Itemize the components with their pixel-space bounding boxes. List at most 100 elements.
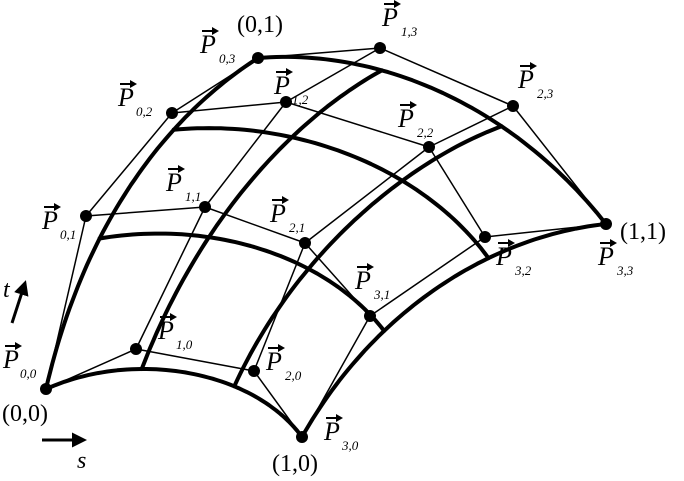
vector-arrow-icon <box>384 0 401 8</box>
control-net-edge <box>253 242 306 372</box>
label-P21: P 2,1 <box>269 199 305 235</box>
svg-text:P: P <box>41 206 58 235</box>
control-point-0-2 <box>166 107 178 119</box>
control-net-edge <box>253 370 303 438</box>
svg-text:1,2: 1,2 <box>292 92 309 107</box>
vector-arrow-icon <box>5 342 22 350</box>
vector-arrow-icon <box>168 165 185 173</box>
surface-iso-curve <box>232 124 504 389</box>
control-point-1-0 <box>130 343 142 355</box>
control-net-edge <box>301 315 371 438</box>
control-point-0-3 <box>252 52 264 64</box>
control-net-edge <box>369 236 486 317</box>
control-net-edge <box>45 348 137 390</box>
surface-iso-curve <box>256 54 608 226</box>
vector-arrows <box>5 0 617 422</box>
vector-arrow-icon <box>600 239 617 247</box>
label-P01: P 0,1 <box>41 206 76 242</box>
label-P00: P 0,0 <box>2 345 37 381</box>
vector-arrow-icon <box>326 414 343 422</box>
label-P02: P 0,2 <box>117 83 153 119</box>
control-point-3-0 <box>296 431 308 443</box>
svg-text:0,1: 0,1 <box>60 227 76 242</box>
control-net-edge <box>85 112 173 217</box>
control-net-edge <box>379 47 514 107</box>
control-net-edge <box>85 206 206 217</box>
control-net-edge <box>304 146 430 244</box>
control-net-edge <box>257 47 381 59</box>
label-P31: P 3,1 <box>354 266 390 302</box>
surface-iso-curve <box>171 126 491 261</box>
control-net-edge <box>512 105 607 225</box>
label-P03: P 0,3 <box>199 30 236 66</box>
label-P13: P 1,3 <box>381 3 418 39</box>
control-point-2-2 <box>423 141 435 153</box>
control-net-edge <box>204 101 287 208</box>
control-net-edge <box>484 223 607 238</box>
label-P22: P 2,2 <box>397 104 434 140</box>
svg-text:3,0: 3,0 <box>341 438 359 453</box>
control-net-edge <box>428 105 514 148</box>
svg-text:P: P <box>397 104 414 133</box>
control-point-1-3 <box>374 42 386 54</box>
vector-arrow-icon <box>44 203 61 211</box>
control-point-3-1 <box>364 310 376 322</box>
control-net-edge <box>285 47 381 103</box>
control-net-edge <box>428 146 486 238</box>
surface-iso-curve <box>44 367 304 439</box>
vector-arrow-icon <box>120 80 137 88</box>
corner-label-00: (0,0) <box>2 401 48 427</box>
s-axis-label: s <box>77 448 86 474</box>
surface-iso-curve <box>44 56 260 391</box>
label-P23: P 2,3 <box>517 65 554 101</box>
control-point-2-3 <box>507 100 519 112</box>
surface-iso-curve <box>97 231 387 333</box>
svg-text:P: P <box>157 316 174 345</box>
label-P30: P 3,0 <box>323 417 359 453</box>
control-point-0-0 <box>40 383 52 395</box>
label-P12: P 1,2 <box>273 71 309 107</box>
svg-text:3,1: 3,1 <box>373 287 390 302</box>
control-point-3-2 <box>479 231 491 243</box>
svg-text:2,0: 2,0 <box>285 368 302 383</box>
vector-arrow-icon <box>520 62 537 70</box>
svg-text:3,3: 3,3 <box>616 263 634 278</box>
svg-text:P: P <box>597 242 614 271</box>
control-net-edge <box>285 101 430 148</box>
svg-text:P: P <box>117 83 134 112</box>
svg-text:P: P <box>323 417 340 446</box>
svg-text:P: P <box>265 347 282 376</box>
surface-iso-curve <box>139 68 384 371</box>
control-net-edge <box>135 206 206 350</box>
svg-text:P: P <box>273 71 290 100</box>
control-point-1-1 <box>199 201 211 213</box>
surface-iso-curve <box>300 222 608 439</box>
svg-text:P: P <box>199 30 216 59</box>
svg-text:3,2: 3,2 <box>514 263 532 278</box>
corner-label-10: (1,0) <box>272 451 318 477</box>
t-axis-label: t <box>3 277 11 303</box>
svg-text:0,3: 0,3 <box>219 51 236 66</box>
svg-text:P: P <box>269 199 286 228</box>
control-net-edge <box>171 101 287 114</box>
vector-arrow-icon <box>276 68 293 76</box>
corner-label-01: (0,1) <box>237 12 283 38</box>
control-point-0-1 <box>80 210 92 222</box>
svg-text:1,0: 1,0 <box>176 337 193 352</box>
vector-arrow-icon <box>160 313 177 321</box>
vector-arrow-icon <box>357 263 374 271</box>
corner-label-11: (1,1) <box>620 219 666 245</box>
control-net-edge <box>304 242 371 317</box>
svg-text:P: P <box>354 266 371 295</box>
svg-text:P: P <box>381 3 398 32</box>
svg-text:P: P <box>495 242 512 271</box>
svg-text:2,1: 2,1 <box>289 220 305 235</box>
svg-text:1,3: 1,3 <box>401 24 418 39</box>
label-P33: P 3,3 <box>597 242 634 278</box>
label-P10: P 1,0 <box>157 316 193 352</box>
control-net-edge <box>204 206 306 244</box>
svg-text:P: P <box>517 65 534 94</box>
t-axis-arrow <box>10 280 29 324</box>
control-net-edge <box>45 215 87 390</box>
label-P11: P 1,1 <box>165 168 201 204</box>
